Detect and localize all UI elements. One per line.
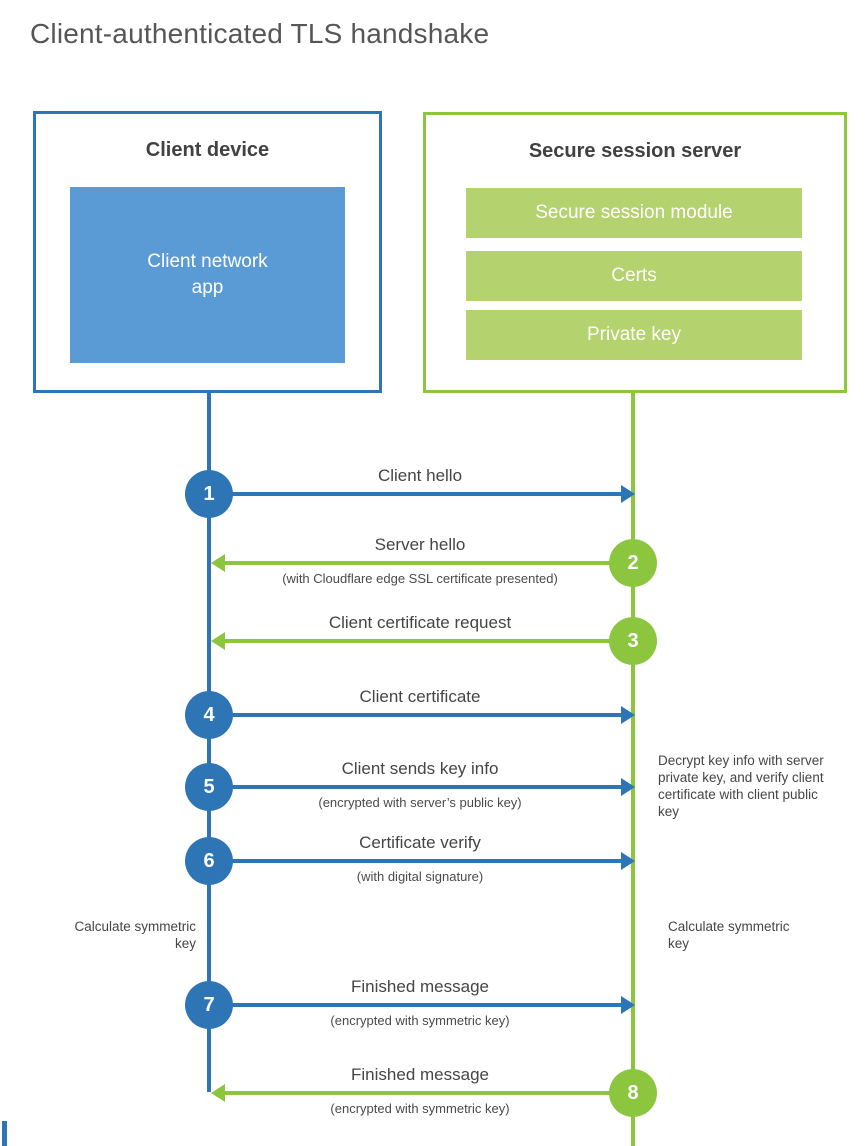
arrow-left-icon xyxy=(211,554,225,572)
client-calculate-symmetric-key-note: Calculate symmetric key xyxy=(74,919,196,951)
step-5-badge: 5 xyxy=(185,763,233,811)
step-8-sublabel: (encrypted with symmetric key) xyxy=(330,1101,510,1116)
client-device-title: Client device xyxy=(145,139,270,161)
step-1-badge: 1 xyxy=(185,470,233,518)
step-6-badge: 6 xyxy=(185,837,233,885)
server-decrypt-note: Decrypt key info with server private key… xyxy=(658,753,824,819)
secure-session-server-box: Secure session server Secure session mod… xyxy=(423,112,847,393)
step-5-sublabel: (encrypted with server’s public key) xyxy=(318,795,522,810)
arrow-right-icon xyxy=(621,852,635,870)
step-7-label: Finished message xyxy=(351,977,489,996)
secure-session-server-title: Secure session server xyxy=(528,140,742,162)
server-lifeline xyxy=(631,393,635,1146)
client-network-app-block: Client network app xyxy=(70,187,345,363)
step-4-label: Client certificate xyxy=(359,687,481,706)
arrow-right-icon xyxy=(621,996,635,1014)
step-8-arrow-line xyxy=(224,1091,633,1095)
step-2-arrow-line xyxy=(224,561,633,565)
step-3-label: Client certificate request xyxy=(328,613,512,632)
cropped-line-fragment xyxy=(2,1121,7,1146)
step-5-label: Client sends key info xyxy=(341,759,499,778)
step-7-arrow-line xyxy=(209,1003,621,1007)
step-1-label: Client hello xyxy=(377,466,463,485)
server-module-private-key: Private key xyxy=(466,310,802,360)
step-3-badge: 3 xyxy=(609,617,657,665)
page-title: Client-authenticated TLS handshake xyxy=(30,18,490,49)
step-6-sublabel: (with digital signature) xyxy=(356,869,484,884)
arrow-right-icon xyxy=(621,778,635,796)
step-6-label: Certificate verify xyxy=(359,833,481,852)
step-8-label: Finished message xyxy=(351,1065,489,1084)
server-calculate-symmetric-key-note: Calculate symmetric key xyxy=(668,919,790,951)
step-7-sublabel: (encrypted with symmetric key) xyxy=(330,1013,510,1028)
step-7-badge: 7 xyxy=(185,981,233,1029)
client-lifeline xyxy=(207,393,211,1092)
step-1-arrow-line xyxy=(209,492,621,496)
step-2-label: Server hello xyxy=(374,535,466,554)
client-network-app-label: Client network app xyxy=(147,251,268,298)
step-4-badge: 4 xyxy=(185,691,233,739)
step-2-badge: 2 xyxy=(609,539,657,587)
arrow-right-icon xyxy=(621,706,635,724)
client-device-box: Client device Client network app xyxy=(33,111,382,393)
step-6-arrow-line xyxy=(209,859,621,863)
arrow-left-icon xyxy=(211,632,225,650)
server-module-secure-session: Secure session module xyxy=(466,188,802,238)
arrow-left-icon xyxy=(211,1084,225,1102)
step-2-sublabel: (with Cloudflare edge SSL certificate pr… xyxy=(282,571,558,586)
step-3-arrow-line xyxy=(224,639,633,643)
step-4-arrow-line xyxy=(209,713,621,717)
arrow-right-icon xyxy=(621,485,635,503)
step-8-badge: 8 xyxy=(609,1069,657,1117)
server-module-certs: Certs xyxy=(466,251,802,301)
step-5-arrow-line xyxy=(209,785,621,789)
